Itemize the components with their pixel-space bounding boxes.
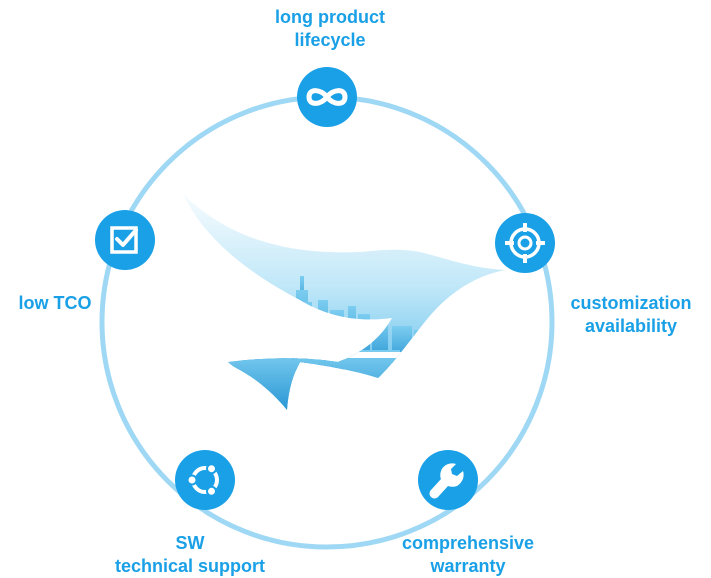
node-top: [297, 67, 357, 127]
label-line: low TCO: [18, 293, 92, 313]
node-bottom-left: [175, 450, 235, 510]
label-line: long product: [275, 7, 385, 27]
label-long-product-lifecycle: long product lifecycle: [220, 6, 440, 52]
label-low-tco: low TCO: [0, 292, 110, 315]
label-line: technical support: [114, 556, 266, 576]
cycle-ring: [99, 94, 555, 550]
target-icon: [505, 223, 545, 263]
label-sw-technical-support: SW technical support: [90, 532, 290, 578]
node-right: [495, 213, 555, 273]
checkbox-icon: [110, 226, 138, 254]
label-line: SW: [175, 533, 205, 553]
infinity-icon: [306, 88, 348, 106]
label-line: customization: [570, 293, 692, 313]
label-comprehensive-warranty: comprehensive warranty: [358, 532, 578, 578]
label-line: warranty: [430, 556, 506, 576]
node-left: [95, 210, 155, 270]
label-line: availability: [584, 316, 678, 336]
wrench-icon: [429, 463, 464, 499]
ubuntu-icon: [186, 463, 219, 497]
label-line: lifecycle: [294, 30, 366, 50]
node-bottom-right: [418, 450, 478, 510]
label-customization-availability: customization availability: [548, 292, 711, 338]
label-line: comprehensive: [401, 533, 535, 553]
bird-logo-graphic: [183, 194, 505, 410]
